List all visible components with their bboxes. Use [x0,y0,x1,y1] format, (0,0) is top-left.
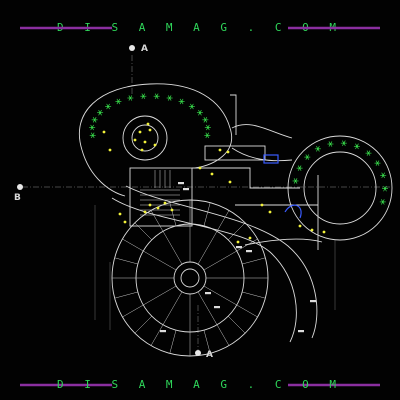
room-tag [160,330,166,333]
tree-symbol-icon [140,93,147,99]
planting-dots [102,122,326,244]
section-label-bottom: A [206,350,213,360]
room-tag [310,300,316,303]
tree-symbol-icon [202,117,209,123]
blue-furniture [263,154,302,219]
radial-divisions [112,200,268,356]
tree-symbol-icon [296,165,303,171]
tree-symbol-icon [374,160,381,166]
tree-symbol-icon [327,141,334,147]
tree-symbol-icon [304,154,311,160]
room-tag [246,250,252,253]
tree-symbol-icon [105,103,112,110]
dimension-marks [94,205,336,330]
tree-symbol-icon [365,150,372,156]
room-tag [214,306,220,309]
tree-symbol-icon [340,140,347,146]
watermark-top: D I S A M A G . C O M [56,21,344,34]
room-tag [178,182,184,185]
tree-symbol-icon [188,103,195,110]
tree-symbol-icon [89,132,96,139]
tree-symbol-icon [153,93,160,99]
tree-symbol-icon [379,199,386,205]
tree-symbol-icon [115,98,122,105]
building-walls [78,83,393,357]
tree-symbol-icon [127,95,134,101]
room-tag [183,188,189,191]
section-lines [22,55,390,350]
tree-symbol-icon [314,146,321,152]
tree-symbol-icon [353,143,360,150]
tree-symbol-icon [204,124,211,131]
section-label-top: A [141,44,148,54]
tree-symbol-icon [380,172,387,179]
section-label-left: B [14,193,21,203]
stair-block [140,170,180,216]
tree-symbol-icon [166,95,173,101]
tree-symbol-icon [91,117,98,123]
tree-symbol-icon [178,98,185,105]
room-tag [205,292,211,295]
tree-symbol-icon [196,109,203,116]
room-tags [160,182,316,333]
tree-symbol-icon [97,109,104,116]
frame-bars [20,26,380,387]
tree-symbol-icon [204,132,211,139]
tree-symbol-icon [292,178,299,184]
watermark-bottom: D I S A M A G . C O M [56,378,344,391]
tree-symbols [89,93,388,205]
tree-symbol-icon [381,185,388,192]
tree-symbol-icon [89,124,96,131]
section-marker-icon: A A B [14,44,213,360]
room-tag [236,246,242,249]
room-tag [298,330,304,333]
